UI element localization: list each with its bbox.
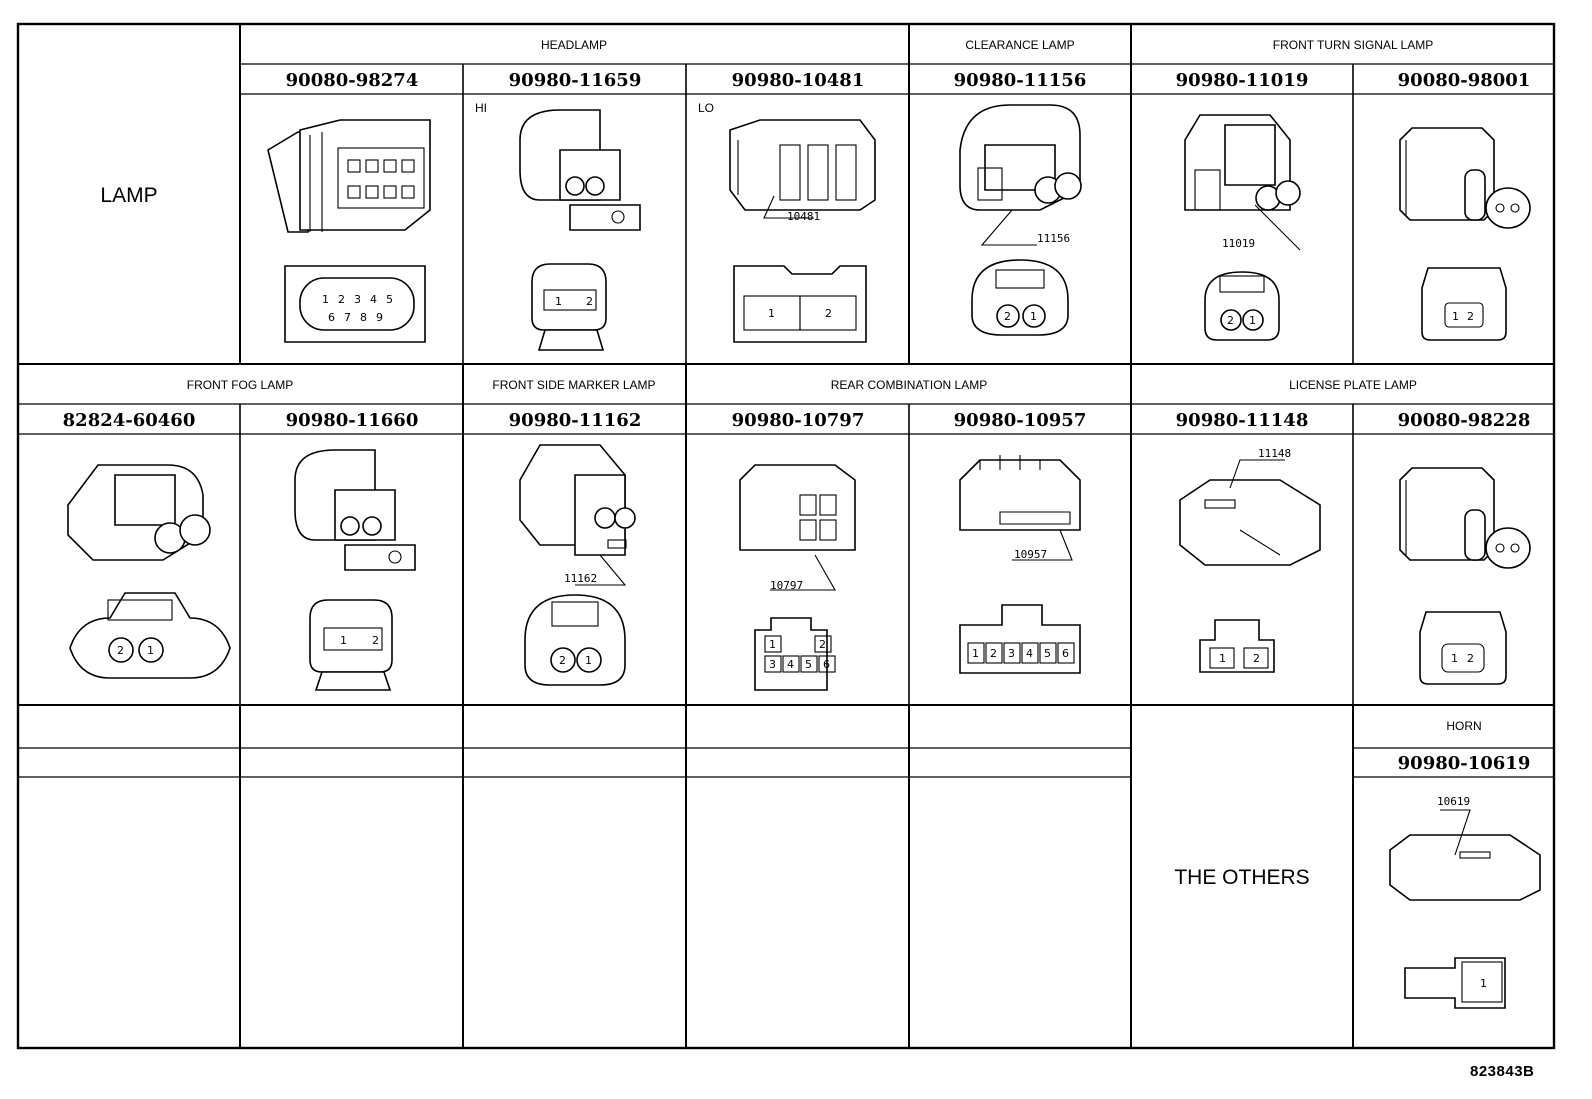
connector-drawing-90980-11148 [1179, 459, 1321, 673]
connector-drawing-90080-98001 [1399, 127, 1531, 341]
part-number: 90980-11162 [509, 410, 642, 431]
cavity-number: 2 [372, 634, 379, 647]
cavity-number: 2 [559, 654, 566, 667]
cavity-number: 1 [555, 295, 562, 308]
callout-label: 10619 [1437, 795, 1470, 808]
group-header-front-fog: FRONT FOG LAMP [187, 378, 293, 392]
hi-tag: HI [475, 101, 487, 115]
group-header-front-turn: FRONT TURN SIGNAL LAMP [1273, 38, 1433, 52]
cavity-number: 1 [1219, 652, 1226, 665]
connector-drawing-90980-10481 [729, 119, 876, 343]
cavity-number: 5 [1044, 647, 1051, 660]
connector-drawing-90980-11019 [1184, 114, 1301, 341]
connector-drawing-90980-10957 [959, 455, 1081, 674]
connector-drawing-90980-11156 [959, 104, 1082, 336]
cavity-number: 2 [1253, 652, 1260, 665]
cavity-number: 1 [1030, 310, 1037, 323]
lo-tag: LO [698, 101, 714, 115]
cavity-number: 2 [825, 307, 832, 320]
cavity-number: 6 [1062, 647, 1069, 660]
cavity-number: 4 [787, 658, 794, 671]
group-header-clearance: CLEARANCE LAMP [965, 38, 1074, 52]
part-number: 90980-10957 [954, 410, 1087, 431]
cavity-number: 3 [769, 658, 776, 671]
cavity-number: 6 [328, 311, 335, 324]
part-number: 90080-98001 [1398, 70, 1531, 91]
figure-id: 823843B [1470, 1063, 1535, 1080]
cavity-number: 8 [360, 311, 367, 324]
cavity-number: 1 [769, 638, 776, 651]
callout-label: 10481 [787, 210, 820, 223]
connector-drawing-90980-11659 [519, 109, 641, 351]
connector-drawing-90080-98274 [267, 119, 431, 343]
cavity-number: 2 [1467, 310, 1474, 323]
group-header-license-plate: LICENSE PLATE LAMP [1289, 378, 1417, 392]
cavity-number: 9 [376, 311, 383, 324]
cavity-number: 1 [1480, 977, 1487, 990]
cavity-number: 2 [1227, 314, 1234, 327]
cavity-number: 3 [354, 293, 361, 306]
cavity-number: 1 [768, 307, 775, 320]
cavity-number: 2 [586, 295, 593, 308]
cavity-number: 1 [147, 644, 154, 657]
cavity-number: 1 [1451, 652, 1458, 665]
cavity-number: 1 [340, 634, 347, 647]
cavity-number: 3 [1008, 647, 1015, 660]
callout-label: 11019 [1222, 237, 1255, 250]
cavity-number: 6 [823, 658, 830, 671]
part-number: 90980-11659 [509, 70, 642, 91]
part-number: 90980-10619 [1398, 753, 1531, 774]
connector-drawing-90080-98228 [1399, 467, 1531, 685]
cavity-number: 1 [585, 654, 592, 667]
part-number: 90080-98274 [286, 70, 419, 91]
cavity-number: 5 [386, 293, 393, 306]
connector-drawing-90980-11162 [519, 444, 636, 686]
part-number: 90980-11148 [1176, 410, 1309, 431]
connector-drawing-90980-11660 [294, 449, 416, 691]
connector-drawing-90980-10797 [739, 464, 856, 691]
callout-label: 11148 [1258, 447, 1291, 460]
part-number: 90980-11019 [1176, 70, 1309, 91]
group-header-headlamp: HEADLAMP [541, 38, 607, 52]
connector-drawing-82824-60460 [67, 464, 231, 679]
callout-label: 10797 [770, 579, 803, 592]
part-number: 90980-10797 [732, 410, 865, 431]
lamp-label: LAMP [100, 184, 157, 207]
group-header-horn: HORN [1446, 719, 1481, 733]
cavity-number: 1 [322, 293, 329, 306]
cavity-number: 1 [972, 647, 979, 660]
group-header-front-side-marker: FRONT SIDE MARKER LAMP [492, 378, 655, 392]
part-number: 90980-10481 [732, 70, 865, 91]
cavity-number: 2 [819, 638, 826, 651]
cavity-number: 4 [370, 293, 377, 306]
callout-label: 11156 [1037, 232, 1070, 245]
grid-lines [16, 22, 1556, 1050]
connector-drawing-90980-10619 [1389, 809, 1541, 1009]
cavity-number: 1 [1249, 314, 1256, 327]
cavity-number: 5 [805, 658, 812, 671]
part-number: 90080-98228 [1398, 410, 1531, 431]
cavity-number: 2 [1004, 310, 1011, 323]
group-header-rear-combination: REAR COMBINATION LAMP [831, 378, 987, 392]
callout-label: 11162 [564, 572, 597, 585]
part-number: 90980-11660 [286, 410, 419, 431]
part-number: 90980-11156 [954, 70, 1087, 91]
cavity-number: 2 [338, 293, 345, 306]
cavity-number: 2 [1467, 652, 1474, 665]
others-label: THE OTHERS [1174, 866, 1309, 889]
cavity-number: 2 [990, 647, 997, 660]
part-number: 82824-60460 [63, 410, 196, 431]
cavity-number: 1 [1452, 310, 1459, 323]
cavity-number: 7 [344, 311, 351, 324]
callout-label: 10957 [1014, 548, 1047, 561]
cavity-number: 4 [1026, 647, 1033, 660]
cavity-number: 2 [117, 644, 124, 657]
